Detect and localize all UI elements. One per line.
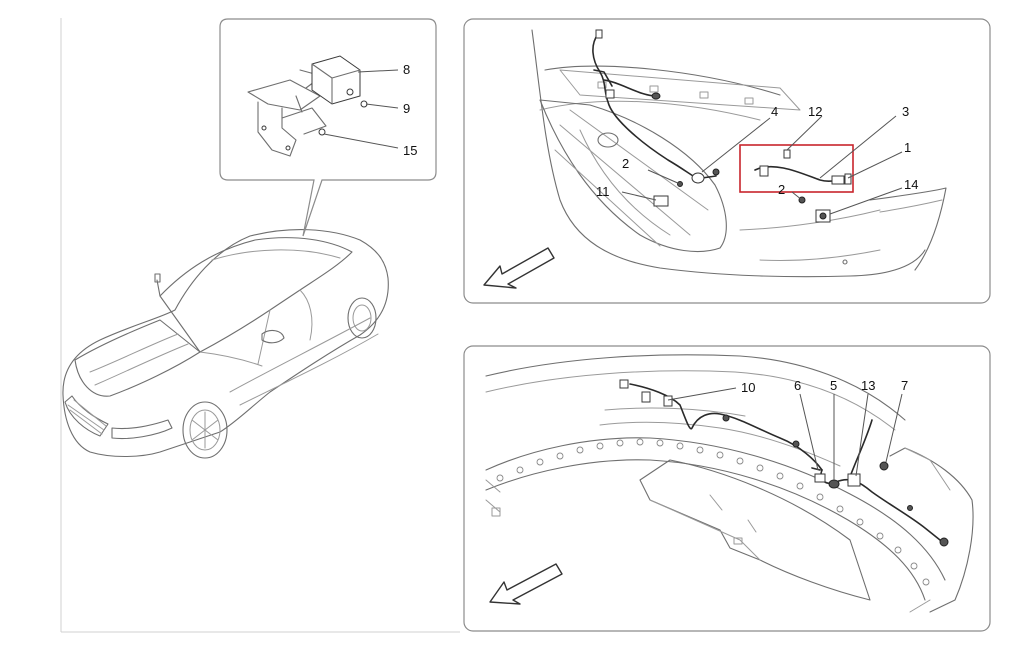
direction-arrow-icon bbox=[483, 247, 555, 289]
rear-bumper-drawing bbox=[485, 354, 974, 613]
front-bumper-panel bbox=[463, 18, 991, 304]
front-bumper-drawing bbox=[531, 29, 947, 278]
callout-7: 7 bbox=[901, 378, 908, 393]
callout-2-right: 2 bbox=[778, 182, 785, 197]
callout-15: 15 bbox=[403, 143, 417, 158]
callout-14: 14 bbox=[904, 177, 918, 192]
detail-bubble-module bbox=[219, 18, 437, 237]
highlight-box bbox=[739, 144, 854, 193]
mounting-holes bbox=[496, 438, 930, 586]
callout-8: 8 bbox=[403, 62, 410, 77]
car-overview bbox=[62, 229, 389, 459]
module-bracket-assembly bbox=[247, 55, 368, 157]
callout-6: 6 bbox=[794, 378, 801, 393]
callout-13: 13 bbox=[861, 378, 875, 393]
callout-3: 3 bbox=[902, 104, 909, 119]
callout-4: 4 bbox=[771, 104, 778, 119]
callout-10: 10 bbox=[741, 380, 755, 395]
callout-5: 5 bbox=[830, 378, 837, 393]
direction-arrow-icon bbox=[489, 563, 563, 605]
callout-11: 11 bbox=[596, 184, 610, 199]
rear-bumper-panel bbox=[463, 345, 991, 632]
callout-9: 9 bbox=[403, 101, 410, 116]
callout-2-left: 2 bbox=[622, 156, 629, 171]
callout-1: 1 bbox=[904, 140, 911, 155]
callout-12: 12 bbox=[808, 104, 822, 119]
